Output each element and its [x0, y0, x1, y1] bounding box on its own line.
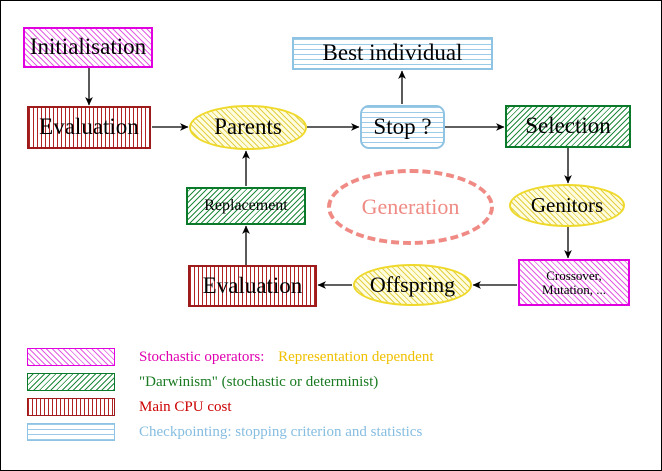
legend-swatch-main-cpu-cost	[27, 398, 115, 416]
node-offspring[interactable]: Offspring	[353, 264, 472, 306]
legend-label-cpu-cost: Main CPU cost	[139, 398, 232, 415]
legend-row-stochastic: Stochastic operators: Representation dep…	[27, 348, 434, 366]
node-evaluation-top[interactable]: Evaluation	[27, 106, 151, 149]
node-initialisation-label: Initialisation	[29, 34, 147, 60]
node-genitors[interactable]: Genitors	[509, 184, 625, 227]
node-generation: Generation	[327, 169, 494, 245]
legend-swatch-darwinism	[27, 373, 115, 391]
legend-label-stochastic-text: Stochastic operators:	[139, 348, 265, 365]
legend-row-checkpointing: Checkpointing: stopping criterion and st…	[27, 423, 422, 441]
node-stop[interactable]: Stop ?	[360, 105, 445, 149]
node-genitors-label: Genitors	[530, 193, 604, 218]
node-crossover-line2: Mutation, ...	[542, 281, 606, 297]
legend-row-darwinism: "Darwinism" (stochastic or determinist)	[27, 373, 378, 391]
node-crossover-mutation[interactable]: Crossover, Mutation, ...	[518, 259, 630, 306]
node-evaluation-bottom[interactable]: Evaluation	[188, 265, 317, 307]
node-best-individual[interactable]: Best individual	[292, 37, 493, 70]
node-generation-label: Generation	[361, 194, 460, 219]
legend-label-representation-text: Representation dependent	[278, 348, 434, 365]
node-best-individual-label: Best individual	[322, 40, 463, 66]
legend-swatch-stochastic-operators	[27, 348, 115, 366]
node-offspring-label: Offspring	[369, 272, 456, 298]
node-replacement-label: Replacement	[204, 196, 288, 214]
node-selection-label: Selection	[525, 113, 611, 139]
legend-swatch-checkpointing	[27, 423, 115, 441]
legend-label-checkpointing: Checkpointing: stopping criterion and st…	[139, 423, 423, 440]
node-parents[interactable]: Parents	[189, 105, 307, 150]
node-replacement[interactable]: Replacement	[186, 187, 306, 225]
legend-label-darwinism: "Darwinism" (stochastic or determinist)	[139, 373, 379, 390]
node-crossover-line1: Crossover,	[546, 267, 602, 283]
node-selection[interactable]: Selection	[505, 105, 631, 148]
node-initialisation[interactable]: Initialisation	[23, 27, 153, 68]
node-evaluation-bottom-label: Evaluation	[202, 272, 303, 298]
node-evaluation-top-label: Evaluation	[39, 114, 139, 140]
node-parents-label: Parents	[214, 114, 282, 140]
node-stop-label: Stop ?	[373, 113, 432, 139]
legend-label-stochastic: Stochastic operators: Representation dep…	[139, 349, 434, 366]
legend-row-cpu-cost: Main CPU cost	[27, 398, 232, 416]
